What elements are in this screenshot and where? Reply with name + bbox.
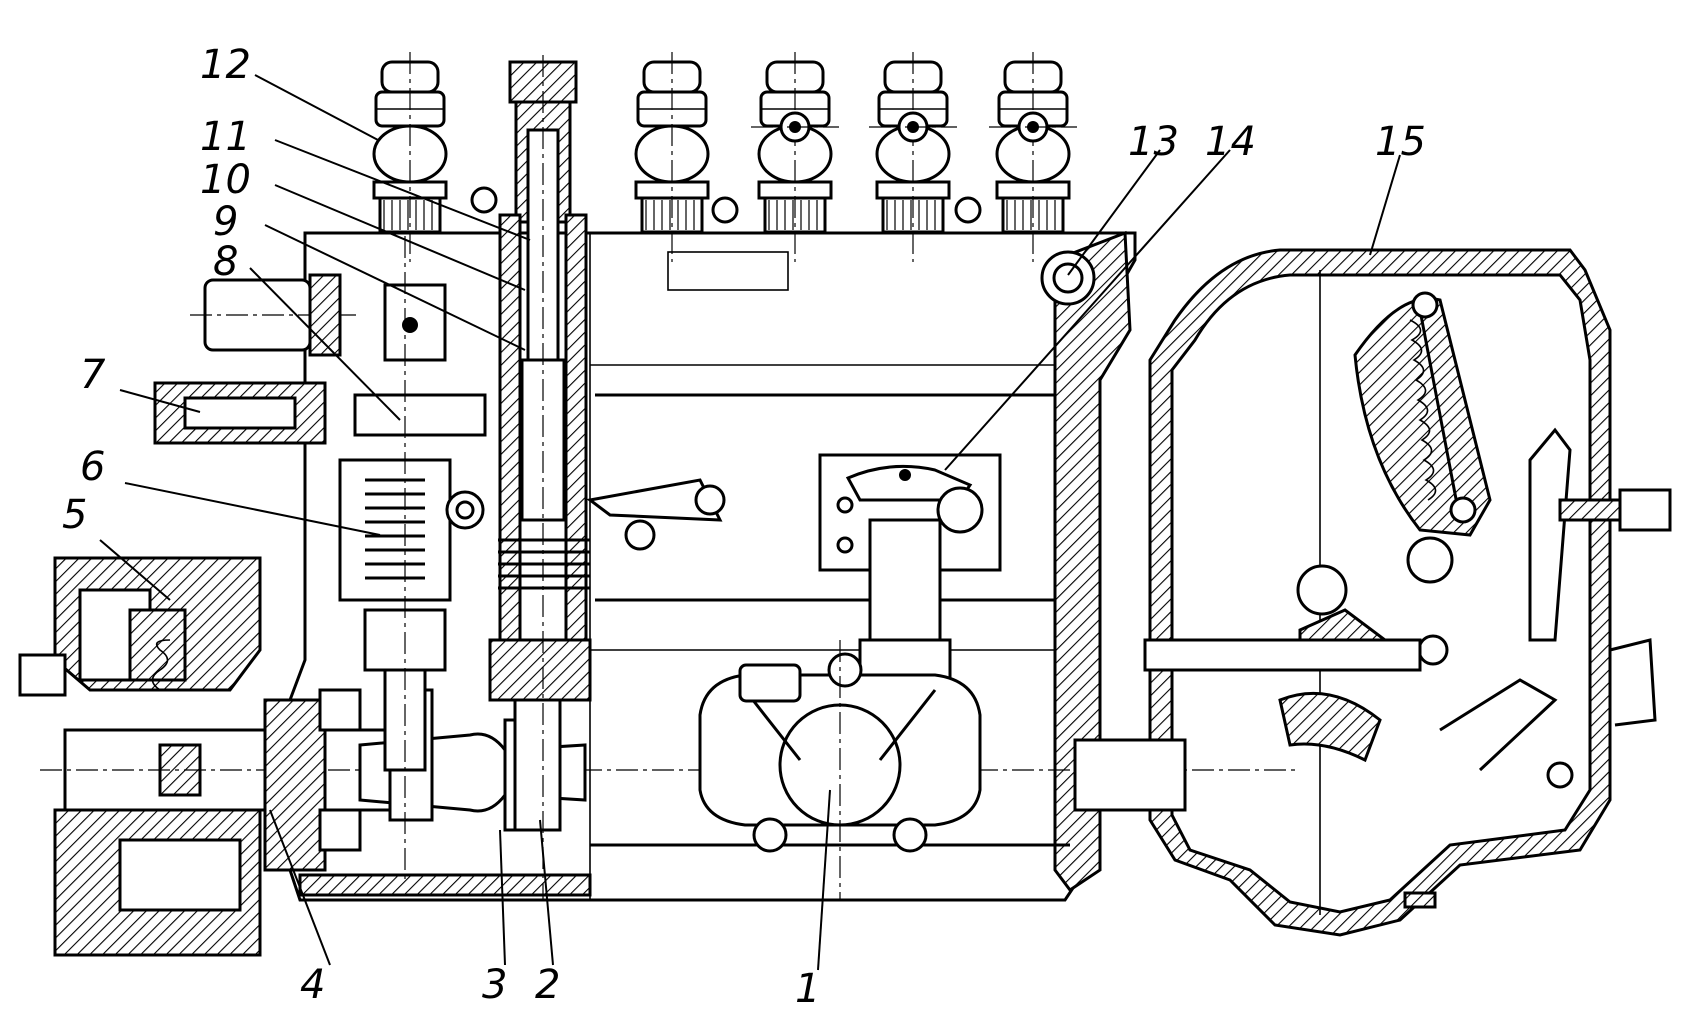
leader-line-4 [269,809,331,966]
delivery-fittings [372,50,1077,264]
leader-line-2 [539,819,554,966]
leader-line-13 [1067,149,1161,276]
leader-line-5 [99,539,171,601]
callout-5: 5 [62,492,87,538]
pump-drawing [18,50,1672,957]
callout-7: 7 [80,352,106,398]
callout-15: 15 [1375,119,1426,165]
leader-line-9 [264,224,526,351]
callout-labels: 1 2 3 4 5 6 7 8 9 10 11 12 13 14 15 [62,42,1426,1012]
leader-line-6 [124,482,381,536]
leader-line-10 [274,184,526,291]
callout-3: 3 [482,962,507,1008]
callout-9: 9 [213,199,238,245]
leader-line-8 [249,267,401,421]
callout-11: 11 [200,114,251,160]
leader-line-14 [944,149,1231,471]
callout-4: 4 [300,962,325,1008]
callout-2: 2 [535,962,560,1008]
plunger-section-2 [488,55,592,900]
leader-line-1 [817,789,831,971]
callout-13: 13 [1128,119,1179,165]
pump-housing [288,230,1137,902]
callout-14: 14 [1205,119,1256,165]
callout-1: 1 [795,966,820,1012]
leader-line-7 [119,389,201,413]
leader-lines [99,74,1401,971]
leader-line-3 [499,829,506,966]
callout-12: 12 [200,42,251,88]
leader-line-15 [1369,154,1401,256]
callout-6: 6 [80,444,105,490]
plunger-section-1 [153,200,487,880]
leader-line-11 [274,139,531,241]
leader-line-12 [254,74,379,141]
callout-10: 10 [200,157,251,203]
callout-8: 8 [213,239,238,285]
fuel-control-linkage [586,453,1002,692]
governor-housing [1143,248,1672,937]
fuel-feed-pump [698,640,982,900]
